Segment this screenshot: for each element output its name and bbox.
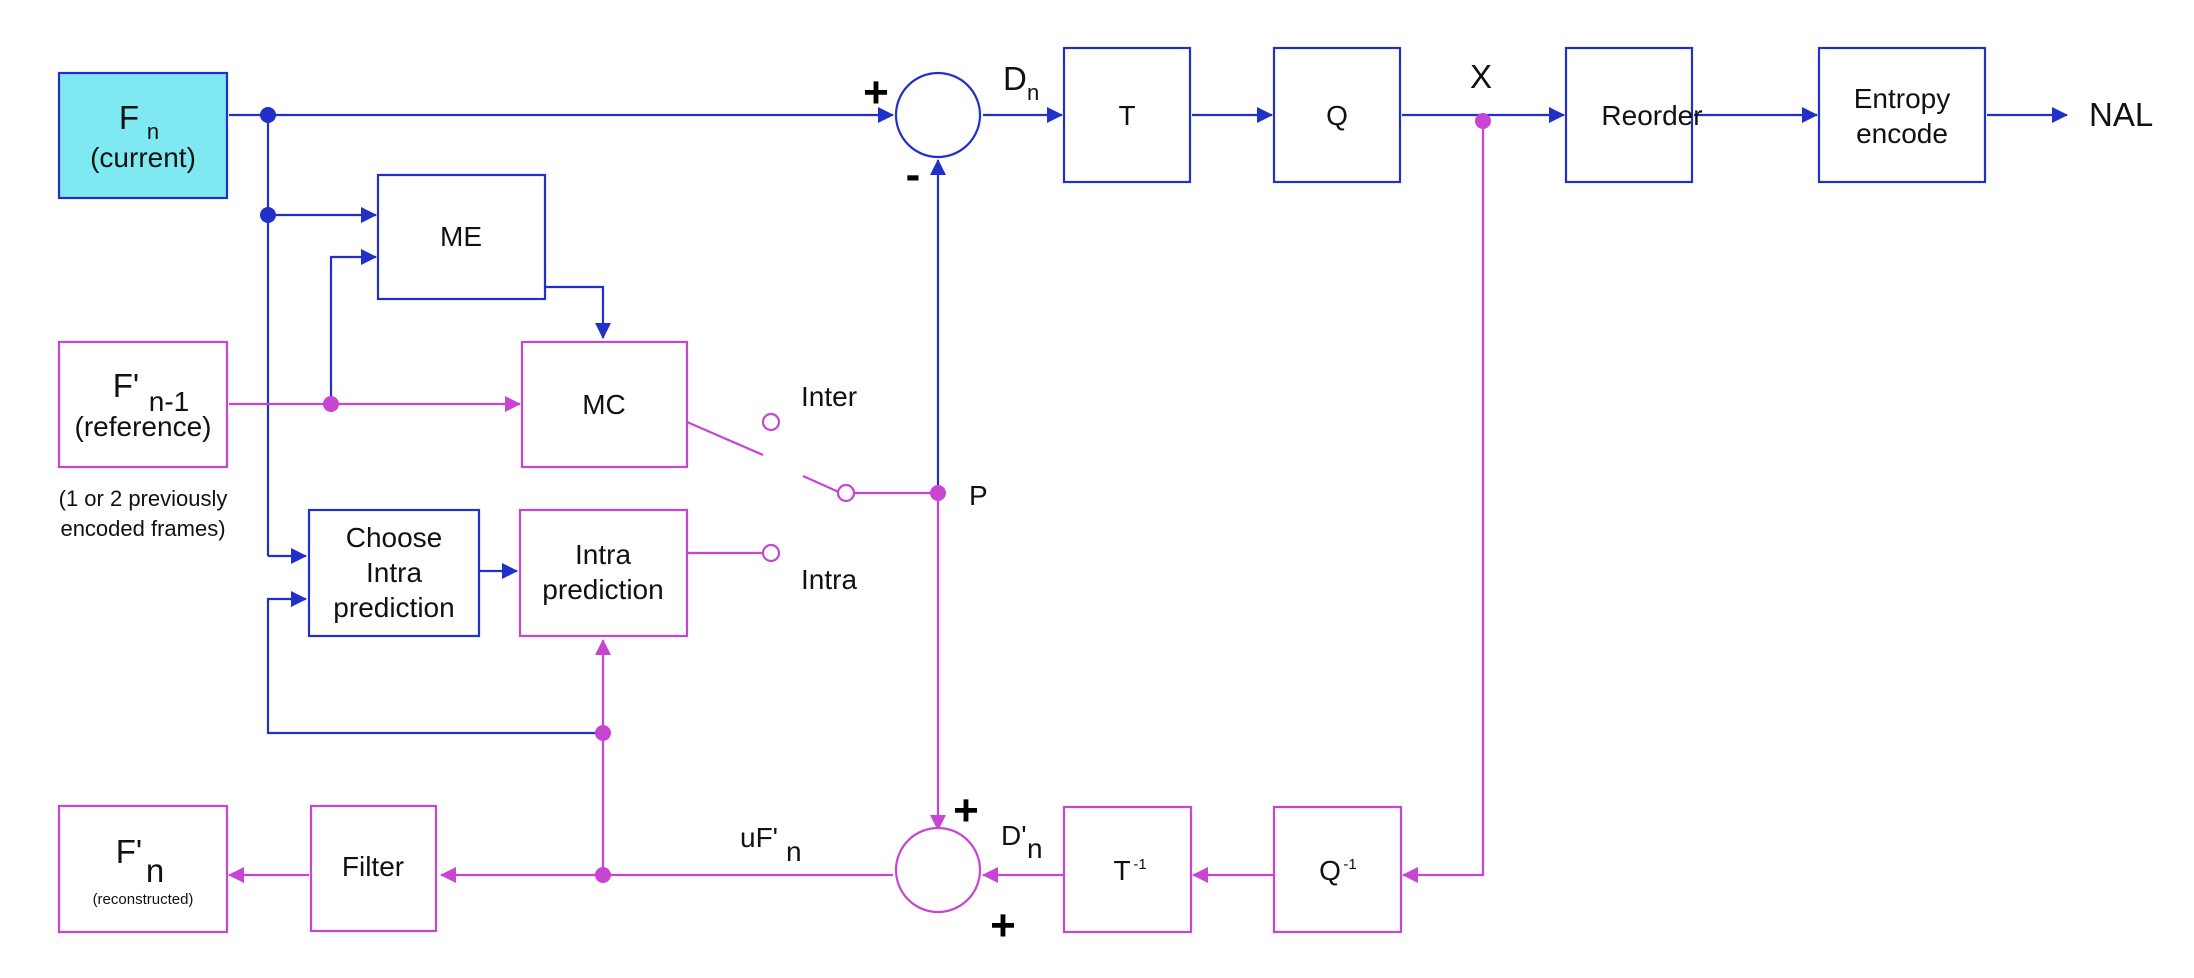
summer-residual-minus: - (906, 150, 921, 199)
reconstructed-frame-caption: (reconstructed) (93, 891, 194, 908)
current-frame-label: F (119, 99, 139, 136)
summer-residual-plus: + (863, 68, 889, 117)
choose-intra-line2: Intra (366, 557, 422, 588)
entropy-encode-line2: encode (1856, 118, 1948, 149)
prediction-label: P (969, 480, 988, 511)
choose-intra-line1: Choose (346, 522, 443, 553)
q-inverse-label: Q (1319, 855, 1341, 886)
me-label: ME (440, 221, 482, 252)
filter-label: Filter (342, 851, 404, 882)
intra-label: Intra (801, 564, 857, 595)
current-frame-caption: (current) (90, 142, 196, 173)
t-inverse-superscript: -1 (1133, 856, 1146, 873)
block-entropy-encode: Entropy encode (1817, 46, 1987, 184)
block-choose-intra-prediction: Choose Intra prediction (307, 508, 481, 638)
reconstructed-frame-subscript: n (146, 852, 164, 889)
reference-frame-caption: (reference) (75, 411, 212, 442)
residual-subscript: n (1027, 80, 1039, 105)
entropy-encode-line1: Entropy (1854, 83, 1951, 114)
q-inverse-superscript: -1 (1343, 856, 1356, 873)
t-inverse-label: T (1113, 855, 1130, 886)
block-q-inverse: Q -1 (1272, 805, 1403, 934)
unfiltered-frame-label: uF' (740, 822, 778, 853)
mc-label: MC (582, 389, 626, 420)
t-label: T (1118, 100, 1135, 131)
intra-prediction-line2: prediction (542, 574, 663, 605)
summer-reconstruction-plus-top: + (953, 786, 979, 835)
block-current-frame: F n (current) (57, 71, 229, 200)
q-label: Q (1326, 100, 1348, 131)
block-t: T (1062, 46, 1192, 184)
reference-frame-label: F' (113, 367, 139, 404)
reconstruction-path-wires (228, 123, 1485, 883)
reference-frame-note-line1: (1 or 2 previously (59, 486, 228, 511)
block-filter: Filter (309, 804, 438, 933)
quantized-coefficients-label: X (1470, 58, 1492, 95)
reference-frame-note-line2: encoded frames) (60, 516, 225, 541)
summer-reconstruction-plus-bottom: + (990, 901, 1016, 950)
block-q: Q (1272, 46, 1402, 184)
switch-intra-terminal (761, 543, 781, 563)
unfiltered-frame-subscript: n (786, 836, 802, 867)
block-t-inverse: T -1 (1062, 805, 1193, 934)
block-mc: MC (520, 340, 689, 469)
residual-label: D (1003, 60, 1027, 97)
switch-inter-terminal (761, 412, 781, 432)
intra-prediction-line1: Intra (575, 539, 631, 570)
reconstructed-residual-subscript: n (1027, 833, 1043, 864)
block-reconstructed-frame: F' n (reconstructed) (57, 804, 229, 934)
switch-pivot (836, 483, 856, 503)
reconstructed-residual-label: D' (1001, 820, 1027, 851)
choose-intra-line3: prediction (333, 592, 454, 623)
block-reference-frame: F' n-1 (reference) (57, 340, 229, 469)
forward-path-wires (229, 107, 2068, 735)
reorder-label: Reorder (1601, 100, 1702, 131)
summer-reconstruction: + + (894, 786, 1016, 950)
summer-residual: + - (863, 68, 982, 199)
reference-frame-subscript: n-1 (149, 386, 189, 417)
inter-label: Inter (801, 381, 857, 412)
nal-label: NAL (2089, 96, 2153, 133)
junction-dots (260, 107, 1491, 883)
reconstructed-frame-label: F' (116, 833, 142, 870)
block-reorder: Reorder (1564, 46, 1703, 184)
block-intra-prediction: Intra prediction (518, 508, 689, 638)
current-frame-subscript: n (147, 119, 159, 144)
block-me: ME (376, 173, 547, 301)
